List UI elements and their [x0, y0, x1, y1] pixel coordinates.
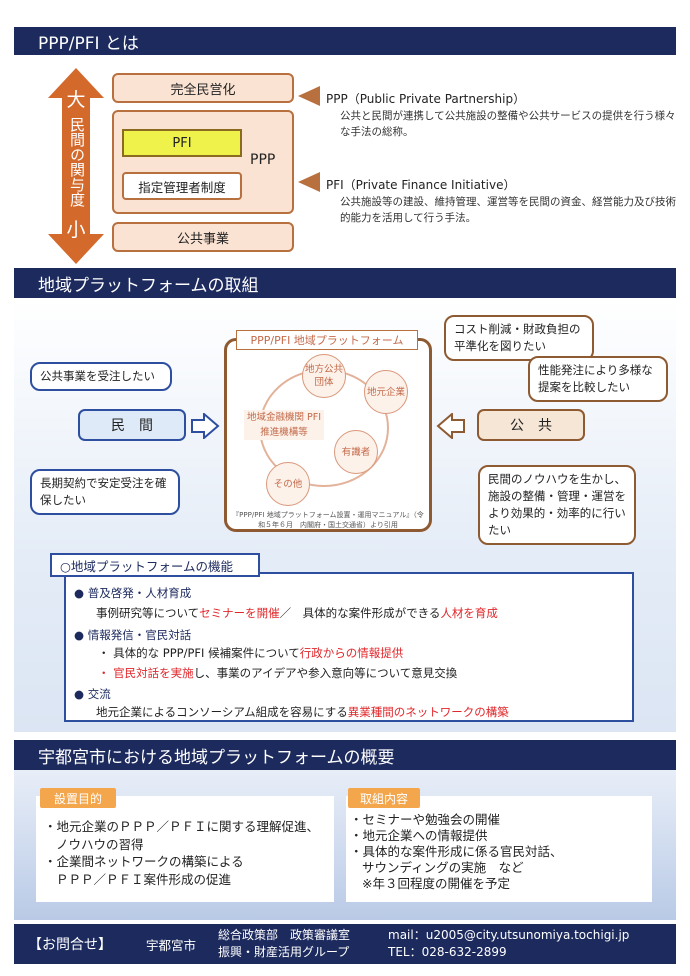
- ppp-label: PPP: [250, 152, 276, 168]
- function-heading-text: 普及啓発・人材育成: [87, 586, 192, 600]
- functions-title: ○地域プラットフォームの機能: [50, 553, 260, 577]
- text: ・地元企業のＰＰＰ／ＰＦＩに関する理解促進、: [44, 819, 320, 834]
- contact-footer: 【お問合せ】 宇都宮市 総合政策部 政策審議室 振興・財産活用グループ mail…: [14, 924, 676, 964]
- highlight-text: 人材を育成: [440, 606, 498, 620]
- activity-item: ・セミナーや勉強会の開催: [350, 812, 501, 827]
- section-title: 宇都宮市における地域プラットフォームの概要: [38, 747, 395, 768]
- text: ＰＰＰ／ＰＦＩ案件形成の促進: [56, 872, 232, 887]
- activities-tag: 取組内容: [348, 788, 420, 808]
- public-sector-box: 公 共: [477, 409, 585, 441]
- scale-bottom-label: 小: [66, 219, 86, 241]
- function-heading-text: 情報発信・官民対話: [87, 628, 192, 642]
- pfi-definition-text: 公共施設等の建設、維持管理、運営等を民間の資金、経営能力及び技術的能力を活用して…: [340, 196, 676, 224]
- member-others: その他: [266, 462, 310, 506]
- box-designated-manager: 指定管理者制度: [122, 172, 242, 200]
- highlight-text: 異業種間のネットワークの構築: [347, 705, 509, 719]
- purpose-item-2: ・企業間ネットワークの構築による ＰＰＰ／ＰＦＩ案件形成の促進: [44, 853, 244, 889]
- activity-item: ・具体的な案件形成に係る官民対話、: [350, 844, 563, 859]
- member-experts: 有識者: [334, 430, 378, 474]
- section-title: 地域プラットフォームの取組: [38, 275, 259, 296]
- member-regional-finance: 地域金融機関 PFI 推進機構等: [244, 410, 324, 440]
- source-note: 『PPP/PFI 地域プラットフォーム設置・運用マニュアル』（令和５年６月 内閣…: [232, 511, 424, 529]
- function-heading-text: 交流: [87, 687, 111, 701]
- activities-list: ・セミナーや勉強会の開催 ・地元企業への情報提供 ・具体的な案件形成に係る官民対…: [350, 812, 563, 892]
- functions-box: [64, 572, 634, 722]
- function-detail-2b: ・ 官民対話を実施し、事業のアイデアや参入意向等について意見交換: [98, 665, 457, 681]
- bubble-private-want-1: 公共事業を受注したい: [30, 362, 172, 391]
- box-full-privatization: 完全民営化: [112, 73, 294, 103]
- contact-label: 【お問合せ】: [28, 937, 112, 953]
- highlight-text: セミナーを開催: [199, 606, 280, 620]
- contact-city: 宇都宮市: [146, 938, 197, 953]
- contact-info: mail：u2005@city.utsunomiya.tochigi.jp TE…: [388, 927, 629, 961]
- pointer-triangle-icon: [298, 86, 320, 106]
- member-local-government: 地方公共団体: [302, 354, 346, 398]
- scale-middle-label: 民間の関与度: [68, 117, 86, 207]
- function-heading-3: ● 交流: [74, 687, 111, 701]
- function-heading-2: ● 情報発信・官民対話: [74, 628, 192, 642]
- text: ・ 具体的な PPP/PFI 候補案件について: [98, 646, 300, 660]
- activity-item: サウンディングの実施 など: [362, 860, 524, 875]
- function-detail-1: 事例研究等についてセミナーを開催／ 具体的な案件形成ができる人材を育成: [96, 605, 498, 621]
- ppp-definition-text: 公共と民間が連携して公共施設の整備や公共サービスの提供を行う様々な手法の総称。: [340, 110, 676, 138]
- member-local-company: 地元企業: [364, 370, 408, 414]
- box-public-works: 公共事業: [112, 222, 294, 252]
- text: 地元企業によるコンソーシアム組成を容易にする: [96, 705, 348, 719]
- function-detail-3: 地元企業によるコンソーシアム組成を容易にする異業種間のネットワークの構築: [96, 704, 509, 720]
- highlight-text: 官民対話を実施: [113, 666, 194, 680]
- platform-title: PPP/PFI 地域プラットフォーム: [236, 330, 418, 350]
- text: ／ 具体的な案件形成ができる: [279, 606, 441, 620]
- bubble-public-want-3: 民間のノウハウを生かし、施設の整備・管理・運営をより効果的・効率的に行いたい: [478, 465, 636, 545]
- text: ・企業間ネットワークの構築による: [44, 854, 244, 869]
- activities-box: [346, 796, 652, 902]
- highlight-text: 行政からの情報提供: [299, 646, 404, 660]
- text: ノウハウの習得: [56, 837, 144, 852]
- purpose-item-1: ・地元企業のＰＰＰ／ＰＦＩに関する理解促進、 ノウハウの習得: [44, 818, 319, 854]
- function-heading-1: ● 普及啓発・人材育成: [74, 586, 192, 600]
- contact-phone[interactable]: TEL：028-632-2899: [388, 945, 507, 959]
- contact-email[interactable]: mail：u2005@city.utsunomiya.tochigi.jp: [388, 928, 630, 942]
- bullet: ・: [98, 666, 114, 680]
- pointer-triangle-icon: [298, 172, 320, 192]
- section-header-utsunomiya: 宇都宮市における地域プラットフォームの概要: [14, 740, 676, 770]
- function-detail-2a: ・ 具体的な PPP/PFI 候補案件について行政からの情報提供: [98, 645, 403, 661]
- section-title: PPP/PFI とは: [38, 33, 139, 54]
- text: し、事業のアイデアや参入意向等について意見交換: [193, 666, 458, 680]
- pfi-definition-title: PFI（Private Finance Initiative）: [326, 178, 516, 192]
- text: 総合政策部 政策審議室: [218, 928, 351, 942]
- private-sector-box: 民 間: [78, 409, 186, 441]
- contact-department: 総合政策部 政策審議室 振興・財産活用グループ: [218, 927, 350, 961]
- purpose-box: [36, 796, 334, 902]
- purpose-tag: 設置目的: [40, 788, 116, 808]
- bubble-public-want-2: 性能発注により多様な提案を比較したい: [528, 356, 668, 402]
- arrow-left-icon: [436, 413, 465, 439]
- text: 事例研究等について: [96, 606, 200, 620]
- ppp-definition-title: PPP（Public Private Partnership）: [326, 92, 526, 106]
- bubble-public-want-1: コスト削減・財政負担の平準化を図りたい: [444, 315, 594, 361]
- double-arrow-icon: [48, 68, 104, 264]
- text: 振興・財産活用グループ: [218, 945, 350, 959]
- activity-note: ※年３回程度の開催を予定: [362, 876, 510, 891]
- section-header-ppp-pfi: PPP/PFI とは: [14, 27, 676, 55]
- bubble-private-want-2: 長期契約で安定受注を確保したい: [30, 469, 180, 515]
- arrow-right-icon: [191, 413, 220, 439]
- activity-item: ・地元企業への情報提供: [350, 828, 488, 843]
- scale-top-label: 大: [66, 89, 86, 111]
- box-pfi: PFI: [122, 129, 242, 157]
- section-header-platform: 地域プラットフォームの取組: [14, 268, 676, 298]
